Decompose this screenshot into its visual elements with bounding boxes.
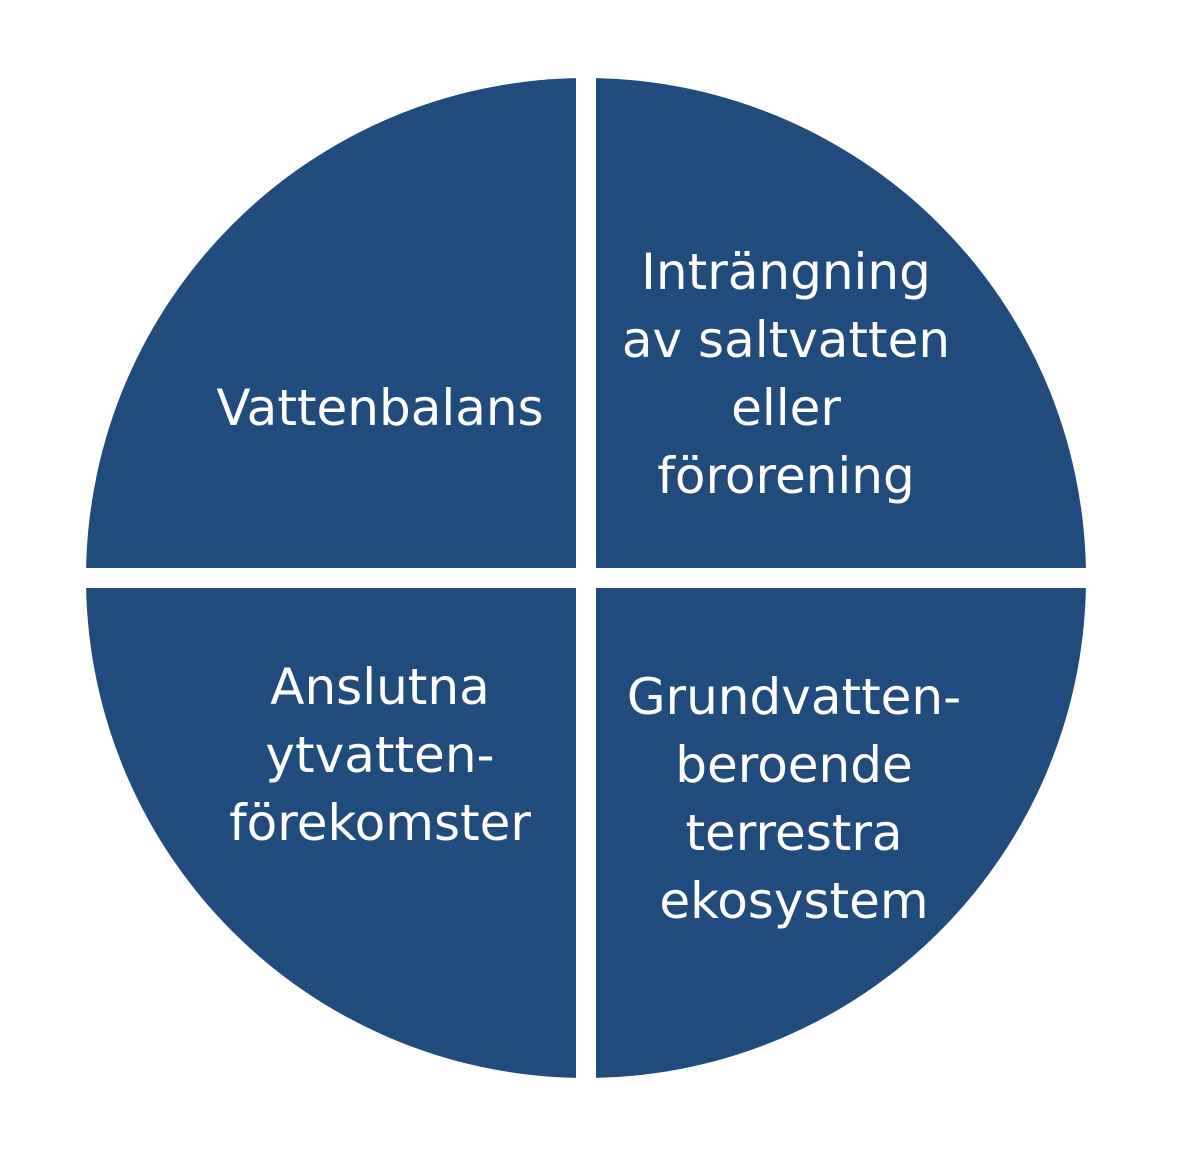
quadrant-label-line: Inträngning (641, 243, 931, 301)
quadrant-label-line: eller (731, 379, 841, 437)
quadrant-label-line: ekosystem (659, 872, 928, 930)
quadrant-shapes (86, 78, 1086, 1078)
quadrant-label-line: terrestra (685, 804, 902, 862)
quadrant-label-bottom-right: Grundvatten-beroende terrestra ekosystem (627, 668, 961, 930)
quadrant-label-line: ytvatten- (265, 726, 494, 784)
quadrant-label-line: Grundvatten- (627, 668, 961, 726)
quadrant-top-left (86, 78, 577, 569)
quadrant-labels: Vattenbalans Inträngning av saltvatten elle… (216, 243, 961, 930)
quadrant-label-top-right: Inträngning av saltvatten eller förorening (622, 243, 950, 505)
quadrant-bottom-right (596, 588, 1086, 1078)
quadrant-label-top-left: Vattenbalans (216, 379, 543, 437)
quadrant-top-right (596, 78, 1086, 569)
quadrant-label-line: förekomster (229, 794, 531, 852)
quadrant-bottom-left (86, 588, 577, 1078)
quadrant-label-line: Anslutna (270, 658, 489, 716)
quadrant-label-line: av saltvatten (622, 311, 950, 369)
quadrant-label-bottom-left: Anslutna ytvatten-förekomster (229, 658, 531, 852)
quadrant-label-line: förorening (657, 447, 914, 505)
quadrant-label-line: beroende (675, 736, 913, 794)
quadrant-label-line: Vattenbalans (216, 379, 543, 437)
